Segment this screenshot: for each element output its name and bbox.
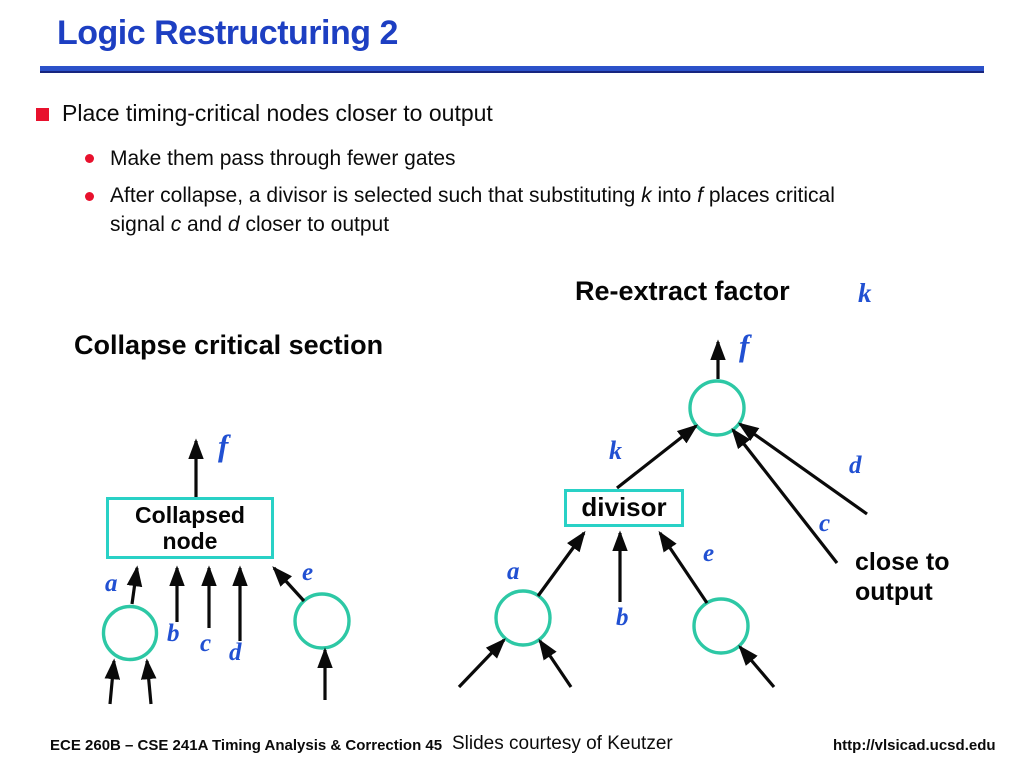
- left-diagram-arrows: [104, 438, 333, 705]
- label-c: c: [819, 510, 831, 537]
- label-f: f: [739, 328, 750, 363]
- footer-credit: Slides courtesy of Keutzer: [452, 733, 673, 754]
- text-segment: into: [651, 184, 698, 207]
- sub-bullet-1-text: Make them pass through fewer gates: [110, 147, 456, 170]
- node-circle: [494, 589, 552, 647]
- label-f: f: [218, 428, 229, 463]
- arrow-e-input: [272, 566, 306, 603]
- footer-course-label: ECE 260B – CSE 241A Timing Analysis & Co…: [50, 737, 443, 754]
- dot-bullet-icon: [85, 154, 94, 163]
- var-f: f: [697, 184, 703, 207]
- var-c: c: [170, 213, 182, 236]
- left-diagram-heading: Collapse critical section: [74, 330, 384, 360]
- var-k: k: [641, 184, 652, 207]
- text-segment: closer to output: [239, 213, 390, 236]
- arrow-c-input: [731, 427, 839, 564]
- dot-bullet-icon: [85, 192, 94, 201]
- close-to-output-note: close to output: [855, 547, 949, 607]
- arrow-e-input: [658, 530, 709, 604]
- label-d: d: [229, 639, 242, 666]
- text-segment: signal: [110, 213, 171, 236]
- divisor-box: divisor: [564, 489, 684, 527]
- node-circle: [101, 604, 159, 662]
- heading-var-k: k: [858, 278, 872, 308]
- collapsed-node-label-line2: node: [162, 528, 218, 554]
- square-bullet-icon: [36, 108, 49, 121]
- node-circle: [692, 597, 750, 655]
- arrow-into-left-node: [140, 658, 157, 705]
- label-a: a: [105, 570, 118, 597]
- label-a: a: [507, 558, 520, 585]
- collapsed-node-box: Collapsed node: [106, 497, 274, 559]
- text-segment: and: [181, 213, 228, 236]
- note-line2: output: [855, 578, 933, 606]
- label-b: b: [616, 604, 629, 631]
- arrow-k-divisor-to-root: [616, 424, 699, 490]
- arrow-a-input: [536, 530, 586, 597]
- sub-bullet-2-line2: signal c and d closer to output: [110, 210, 835, 239]
- label-d: d: [849, 452, 862, 479]
- text-segment: After collapse, a divisor is selected su…: [110, 184, 642, 207]
- arrow-into-left-node: [457, 638, 506, 689]
- label-e: e: [302, 559, 314, 586]
- arrow-a-input: [126, 565, 143, 605]
- label-c: c: [200, 630, 212, 657]
- label-b: b: [167, 620, 180, 647]
- arrow-into-left-node: [538, 638, 573, 688]
- bullet-level1-text: Place timing-critical nodes closer to ou…: [62, 100, 493, 126]
- text-segment: places critical: [702, 184, 835, 207]
- label-e: e: [703, 540, 715, 567]
- collapsed-node-label-line1: Collapsed: [135, 502, 245, 528]
- label-k: k: [609, 436, 622, 465]
- footer-url: http://vlsicad.ucsd.edu: [833, 737, 996, 754]
- page-title: Logic Restructuring 2: [57, 14, 398, 52]
- sub-bullet-2-text: After collapse, a divisor is selected su…: [110, 181, 835, 239]
- note-line1: close to: [855, 548, 950, 576]
- arrow-into-left-node: [104, 658, 121, 705]
- sub-bullet-2-line1: After collapse, a divisor is selected su…: [110, 181, 835, 210]
- arrow-d-input: [737, 422, 868, 516]
- right-diagram-heading: Re-extract factor: [575, 276, 790, 306]
- node-circle: [293, 592, 351, 650]
- var-d: d: [227, 213, 240, 236]
- arrow-into-right-node: [738, 645, 776, 689]
- title-underline: [40, 66, 984, 73]
- left-diagram-nodes: [101, 592, 351, 662]
- node-circle: [688, 379, 746, 437]
